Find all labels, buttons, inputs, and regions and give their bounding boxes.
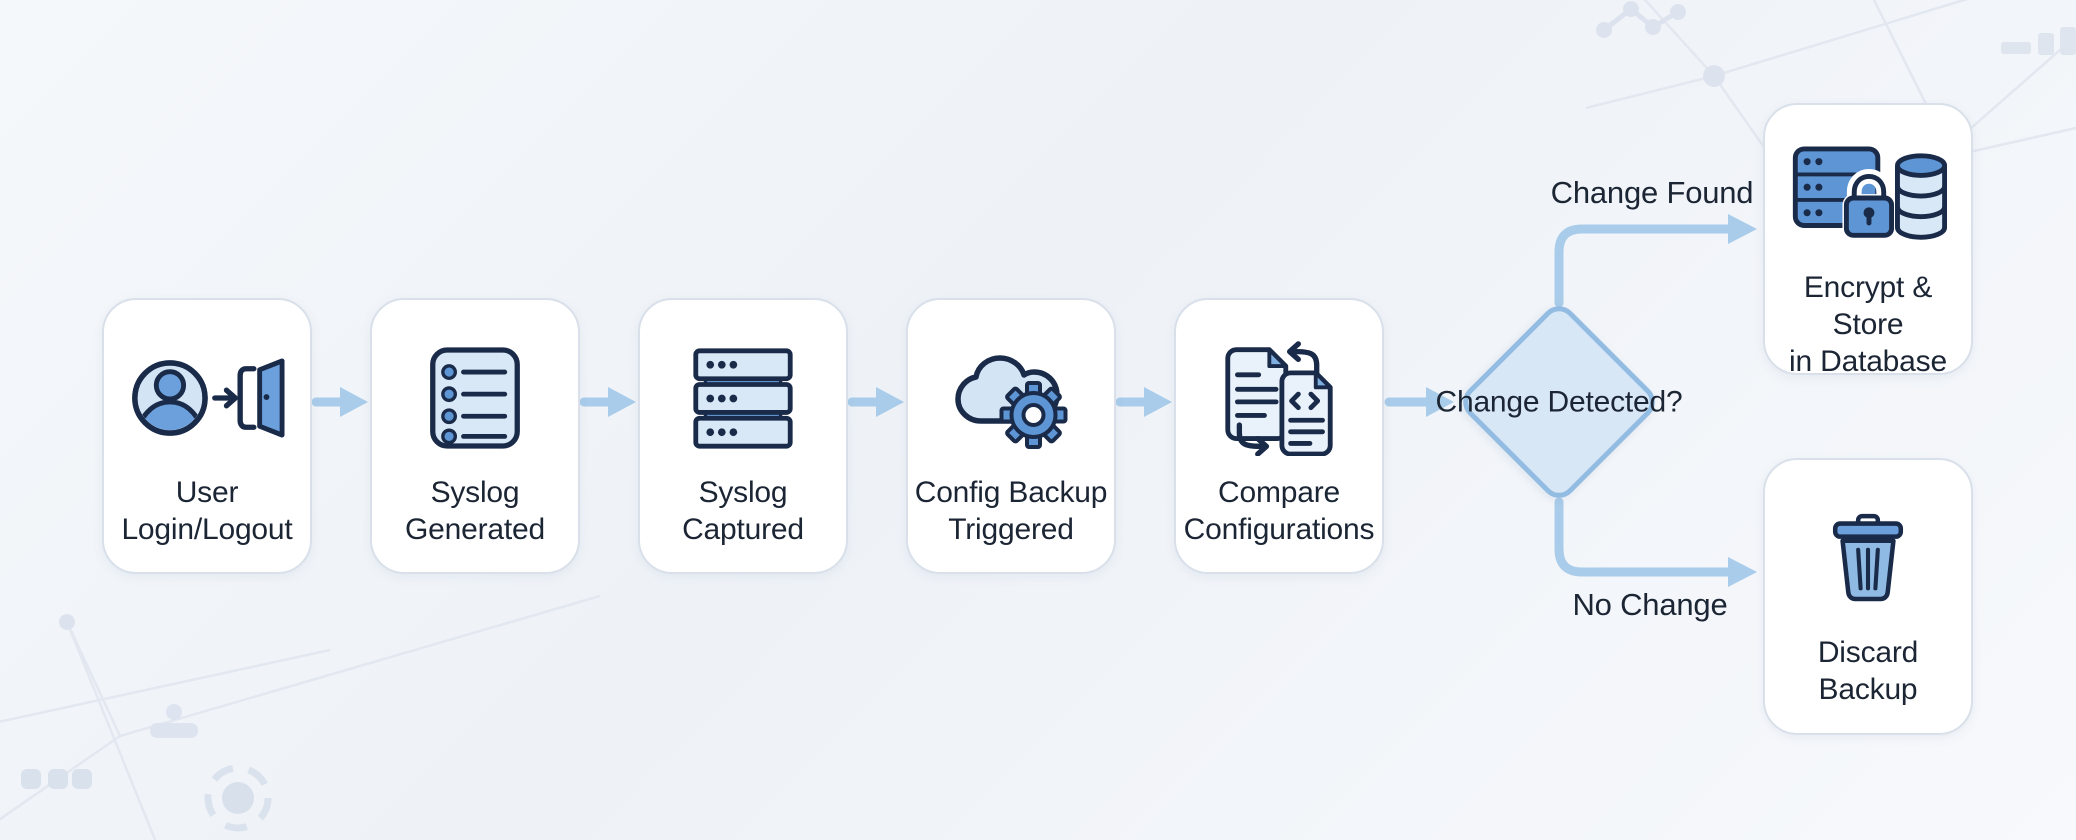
user-door-icon [129, 338, 285, 458]
flow-node-label: Compare Configurations [1183, 476, 1375, 546]
compare-documents-icon [1216, 338, 1342, 458]
gear [999, 381, 1068, 449]
dots-decoration [21, 769, 92, 789]
flow-node-syslog-generated: Syslog Generated [370, 298, 580, 574]
flow-node-label: Syslog Captured [682, 476, 804, 546]
decision-label: Change Detected? [1435, 385, 1683, 419]
branch-yes-arrowhead [1728, 214, 1757, 244]
branch-no-label: No Change [1572, 587, 1728, 622]
target-decoration [204, 764, 272, 832]
flow-node-syslog-captured: Syslog Captured [638, 298, 848, 574]
cloud-gear-icon [951, 338, 1071, 458]
person-decoration [150, 704, 198, 738]
flow-node-label: Discard Backup [1817, 636, 1919, 706]
flow-node-label: Syslog Generated [405, 476, 545, 546]
server-stack-icon [690, 338, 796, 458]
log-list-icon [427, 338, 523, 458]
bar-chart-decoration [2001, 27, 2076, 55]
flow-node-discard-backup: Discard Backup [1763, 458, 1973, 735]
trash-icon [1827, 498, 1909, 618]
flow-node-user-login-logout: User Login/Logout [102, 298, 312, 574]
flow-node-label: Encrypt & Store in Database [1789, 271, 1947, 378]
flow-node-compare-configurations: Compare Configurations [1174, 298, 1384, 574]
branch-yes-label: Change Found [1550, 175, 1754, 210]
branch-no-connector [1554, 497, 1734, 577]
flow-node-encrypt-store-database: Encrypt & Store in Database [1763, 103, 1973, 378]
secure-server-database-icon [1789, 143, 1947, 253]
zigzag-chart-decoration [1596, 1, 1686, 38]
branch-no-arrowhead [1728, 557, 1757, 587]
flow-node-label: User Login/Logout [121, 476, 293, 546]
flow-node-config-backup-triggered: Config Backup Triggered [906, 298, 1116, 574]
flow-node-label: Config Backup Triggered [914, 476, 1108, 546]
branch-yes-connector [1554, 224, 1734, 308]
